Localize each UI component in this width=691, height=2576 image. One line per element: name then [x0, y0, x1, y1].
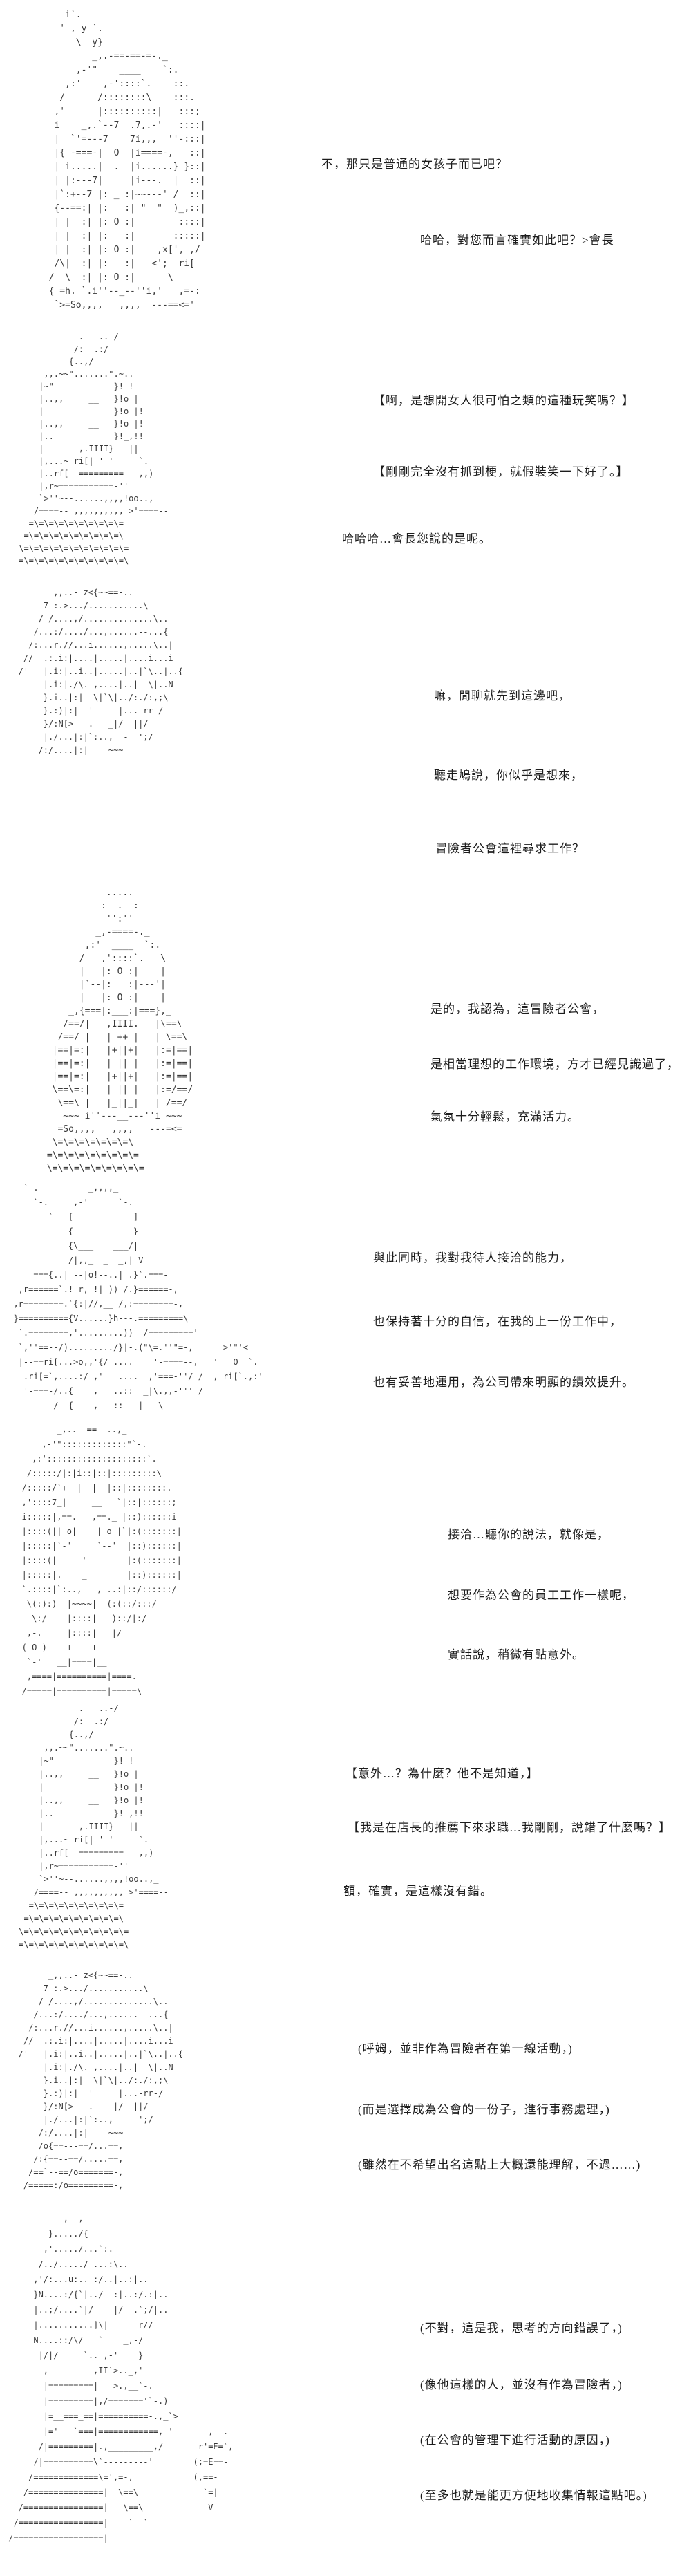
dialogue-line: 聽走鳩說，你似乎是想來， [434, 769, 583, 782]
ascii-art-dark-figure-with-bird: `-. _,,,,_ `-. ,-' `-. `- [ ] { } {\___ … [13, 1183, 263, 1410]
dialogue-line: 【我是在店長的推薦下來求職…我剛剛，說錯了什麼嗎？】 [348, 1821, 671, 1834]
ascii-art-hooded-figure-2: . ..-/ /: .:/ {..,/ ,,.~~".......".~.. |… [19, 1704, 169, 1950]
dialogue-line: 實話說，稍微有點意外。 [448, 1648, 585, 1661]
ascii-art-knight-full: ..... : . : '':'' _,-====-._ ,:' ____ `:… [46, 888, 193, 1174]
dialogue-line: 與此同時，我對我待人接洽的能力， [373, 1251, 572, 1264]
dialogue-line: 是的，我認為，這冒險者公會， [430, 1002, 605, 1016]
dialogue-line: 氣氛十分輕鬆，充滿活力。 [430, 1110, 580, 1123]
ascii-art-ponytail-girl: _,,..- z<{~~==-.. 7 :.>.../...........\ … [18, 588, 184, 755]
ascii-art-girl-at-desk: ,--, }...../{ ,'...../...`:. /../...../|… [8, 2214, 234, 2543]
dialogue-line: 也有妥善地運用，為公司帶來明顯的績效提升。 [373, 1376, 634, 1389]
ascii-art-ponytail-girl-2: _,,..- z<{~~==-.. 7 :.>.../...........\ … [18, 1970, 184, 2190]
dialogue-line: 不，那只是普通的女孩子而已吧？ [321, 158, 508, 171]
dialogue-line: 是相當理想的工作環境，方才已經見識過了， [430, 1058, 679, 1071]
ascii-art-knight-bust: i`. ' , y `. \ y} _,.-==-==-=-._ ,-'" __… [48, 10, 206, 310]
dialogue-line: 哈哈，對您而言確實如此吧？>會長 [420, 234, 614, 247]
dialogue-line: 額，確實，是這樣沒有錯。 [343, 1885, 493, 1898]
dialogue-line: 【啊，是想開女人很可怕之類的這種玩笑嗎？】 [373, 394, 634, 407]
dialogue-line: 嘛，閒聊就先到這邊吧， [434, 689, 571, 702]
dialogue-line: 哈哈哈…會長您說的是呢。 [342, 532, 491, 545]
dialogue-line: (而是選擇成為公會的一份子，進行事務處理，) [358, 2103, 610, 2116]
dialogue-line: (像他這樣的人，並沒有作為冒險者，) [420, 2378, 623, 2391]
dialogue-line: 也保持著十分的自信，在我的上一份工作中， [373, 1315, 622, 1328]
dialogue-line: (至多也就是能更方便地收集情報這點吧。) [420, 2489, 647, 2502]
ascii-art-hooded-figure: . ..-/ /: .:/ {..,/ ,,.~~".......".~.. |… [19, 332, 169, 566]
dialogue-line: 想要作為公會的員工工作一樣呢， [448, 1589, 634, 1602]
dialogue-line: (不對，這是我，思考的方向錯誤了，) [420, 2322, 623, 2335]
dialogue-line: 【剛剛完全沒有抓到梗，就假裝笑一下好了。】 [373, 465, 629, 478]
dialogue-line: 【意外…？為什麼？他不是知道，】 [346, 1767, 539, 1780]
ascii-art-girl-with-teacup: _,..--==--..,_ ,-'":::::::::::::"`-. ,:'… [21, 1425, 182, 1696]
dialogue-line: 接洽…聽你的說法，就像是， [448, 1528, 609, 1541]
dialogue-line: (在公會的管理下進行活動的原因，) [420, 2434, 610, 2447]
dialogue-line: 冒險者公會這裡尋求工作？ [435, 842, 585, 855]
dialogue-line: (呼姆，並非作為冒險者在第一線活動，) [358, 2042, 573, 2055]
dialogue-line: (雖然在不希望出名這點上大概還能理解，不過……) [358, 2158, 641, 2172]
